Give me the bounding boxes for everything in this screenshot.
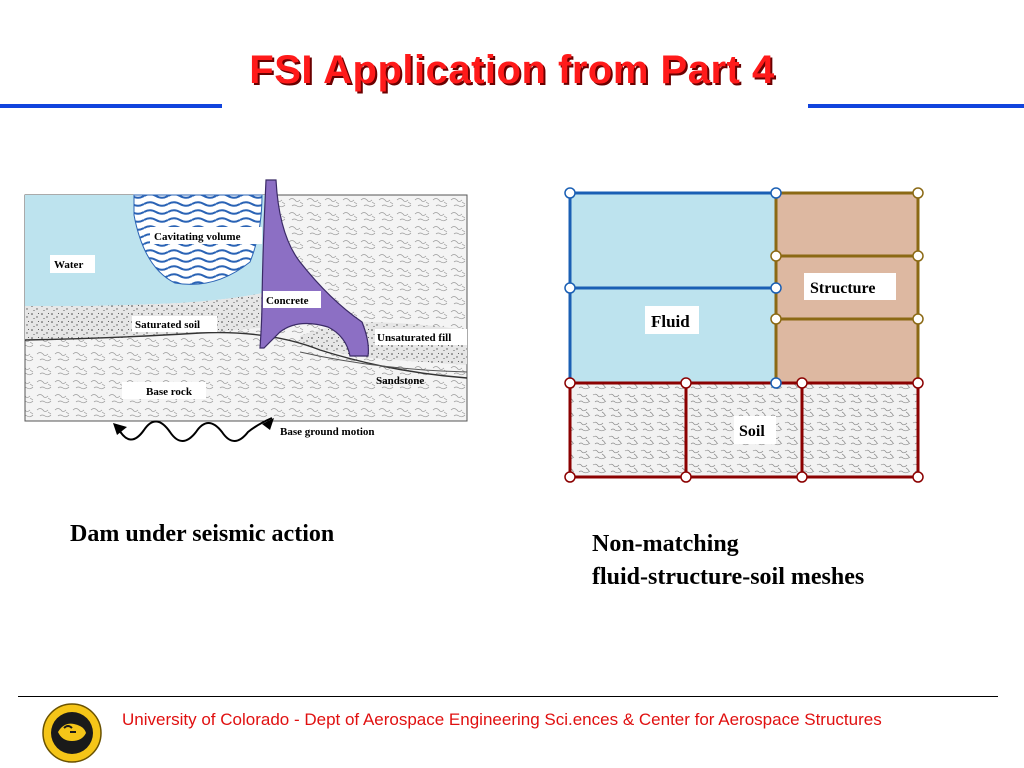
mesh-caption-line1: Non-matching	[592, 531, 739, 557]
structure-node	[770, 313, 782, 325]
label-fluid: Fluid	[651, 312, 690, 331]
concrete-dam	[259, 179, 369, 357]
label-water: Water	[54, 259, 83, 271]
soil-node	[680, 471, 692, 483]
fluid-node	[770, 282, 782, 294]
title-rule-left	[0, 104, 222, 108]
soil-node	[912, 377, 924, 389]
label-soil: Soil	[739, 423, 765, 440]
soil-node	[564, 377, 576, 389]
fluid-node	[770, 187, 782, 199]
label-sandstone: Sandstone	[376, 375, 424, 387]
soil-node	[912, 471, 924, 483]
soil-node	[680, 377, 692, 389]
structure-nodes	[770, 187, 924, 325]
fluid-node	[564, 187, 576, 199]
mesh-caption-line2: fluid-structure-soil meshes	[592, 564, 865, 590]
ground-motion-arrow-head-left	[113, 423, 127, 435]
label-concrete: Concrete	[266, 295, 309, 307]
label-base-rock: Base rock	[146, 386, 193, 398]
fluid-nodes	[564, 187, 782, 389]
fluid-node	[770, 377, 782, 389]
soil-node	[796, 377, 808, 389]
ground-motion-arrow	[117, 417, 273, 442]
structure-node	[770, 250, 782, 262]
dam-caption: Dam under seismic action	[70, 521, 335, 547]
label-base-ground-motion: Base ground motion	[280, 426, 375, 438]
soil-nodes	[564, 377, 924, 483]
soil-node	[564, 471, 576, 483]
soil-node	[796, 471, 808, 483]
structure-node	[912, 313, 924, 325]
footer-text: University of Colorado - Dept of Aerospa…	[122, 710, 882, 729]
slide-title: FSI Application from Part 4	[249, 48, 775, 92]
label-saturated-soil: Saturated soil	[135, 319, 200, 331]
label-unsaturated-fill: Unsaturated fill	[377, 332, 451, 344]
structure-node	[912, 250, 924, 262]
layer-boundary	[24, 331, 468, 379]
dam-figure: Water Cavitating volume Concrete Saturat…	[24, 179, 468, 442]
university-logo-icon	[42, 703, 102, 763]
footer-divider	[18, 696, 998, 697]
title-rule-right	[808, 104, 1024, 108]
mesh-figure: Fluid Structure Soil	[564, 187, 924, 483]
ground-motion-arrow-head-right	[262, 418, 274, 430]
label-cavitating-volume: Cavitating volume	[154, 231, 241, 243]
sandstone-boundary	[299, 351, 468, 373]
label-structure: Structure	[810, 280, 875, 297]
structure-node	[912, 187, 924, 199]
fluid-node	[564, 282, 576, 294]
